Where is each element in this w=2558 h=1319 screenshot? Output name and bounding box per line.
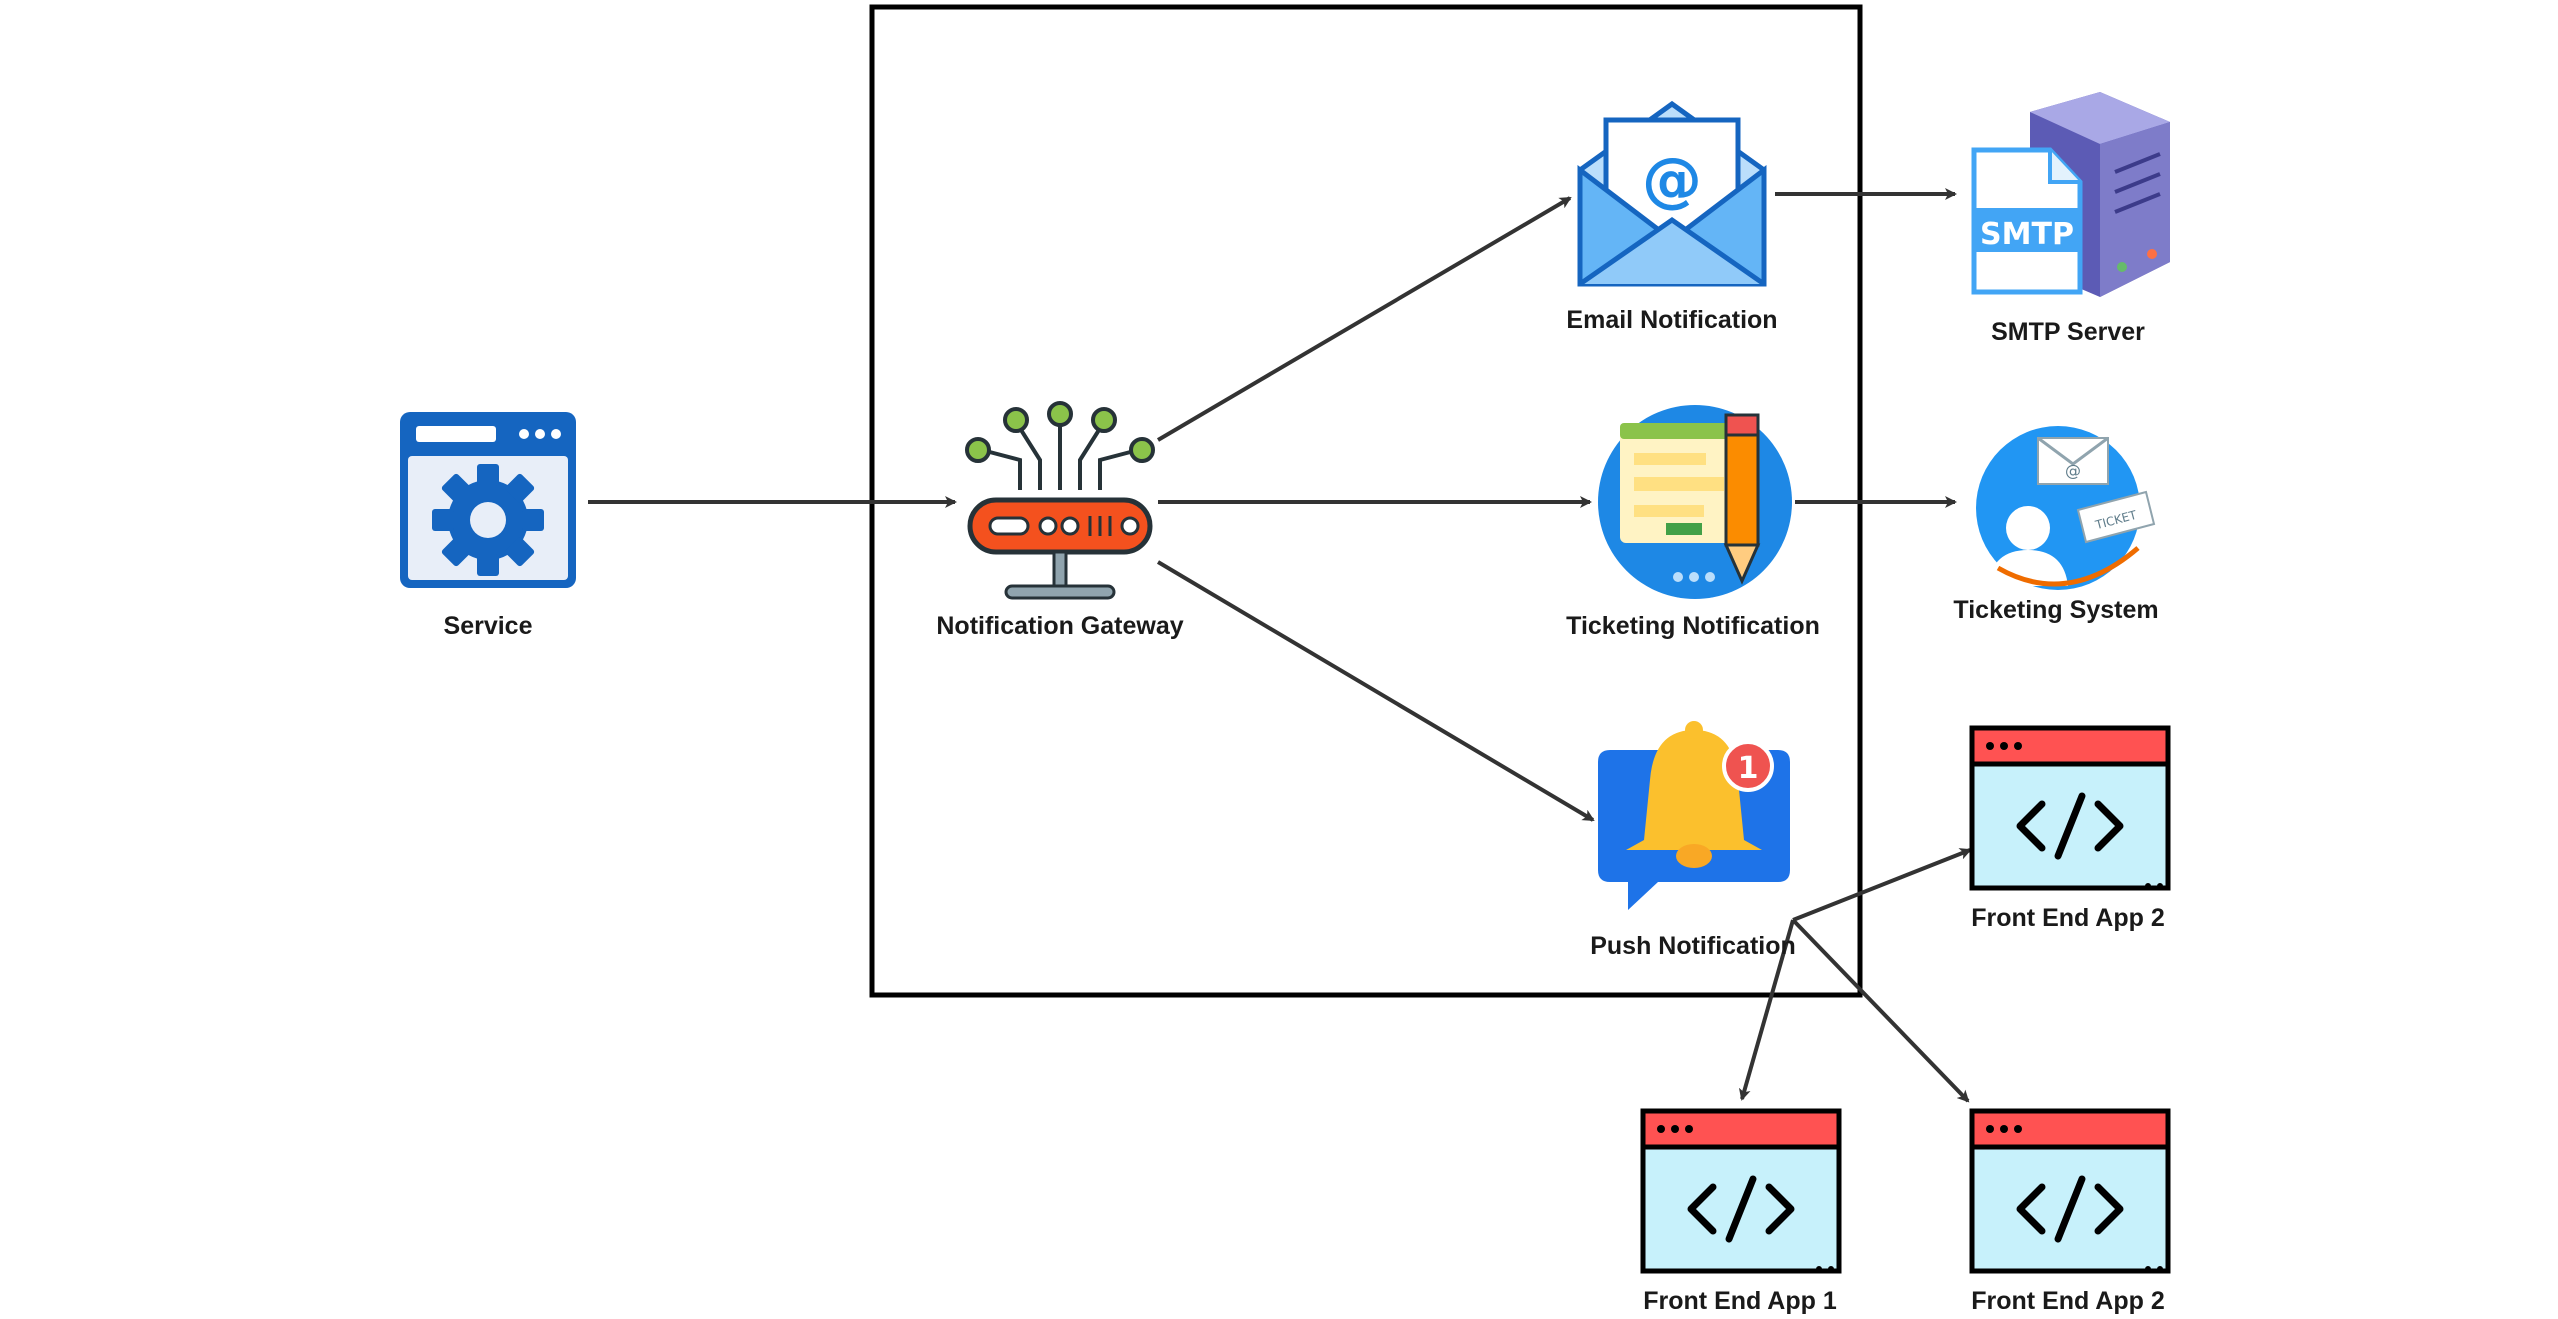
ticketing-system-label: Ticketing System [1953, 596, 2159, 624]
connectors [588, 188, 1972, 1103]
front-end-app-1-label: Front End App 1 [1643, 1287, 1837, 1315]
code-window-icon [1969, 1108, 2171, 1274]
ticket-board-icon [1598, 405, 1792, 599]
svg-text:@: @ [1642, 145, 1702, 215]
front-end-app-bottom-right-label: Front End App 2 [1971, 1287, 2165, 1315]
push-badge-count: 1 [1738, 751, 1759, 786]
arrow-push-to-frontend-right [1791, 918, 1970, 1103]
smtp-server-icon [1971, 92, 2170, 297]
settings-window-icon [400, 412, 576, 588]
push-notification-label: Push Notification [1590, 932, 1796, 960]
front-end-app-top-label: Front End App 2 [1971, 904, 2165, 932]
notification-gateway-label: Notification Gateway [936, 612, 1184, 640]
arrow-push-to-frontend-top [1792, 848, 1972, 922]
bell-notification-icon [1598, 721, 1790, 910]
service-label: Service [443, 612, 533, 640]
ticket-user-icon: @ [1976, 426, 2156, 590]
ticketing-notification-label: Ticketing Notification [1566, 612, 1820, 640]
smtp-document-text: SMTP [1980, 217, 2074, 252]
svg-text:@: @ [2065, 461, 2081, 480]
arrow-push-to-frontend-left [1738, 919, 1795, 1101]
arrow-gateway-to-push [1156, 560, 1595, 822]
router-hub-icon [965, 401, 1155, 600]
arrow-gateway-to-email [1156, 196, 1572, 442]
code-window-icon [1640, 1108, 1842, 1274]
envelope-at-icon: @ [1577, 100, 1767, 287]
email-notification-label: Email Notification [1566, 306, 1778, 334]
smtp-server-label: SMTP Server [1991, 318, 2145, 346]
code-window-icon [1969, 725, 2171, 891]
